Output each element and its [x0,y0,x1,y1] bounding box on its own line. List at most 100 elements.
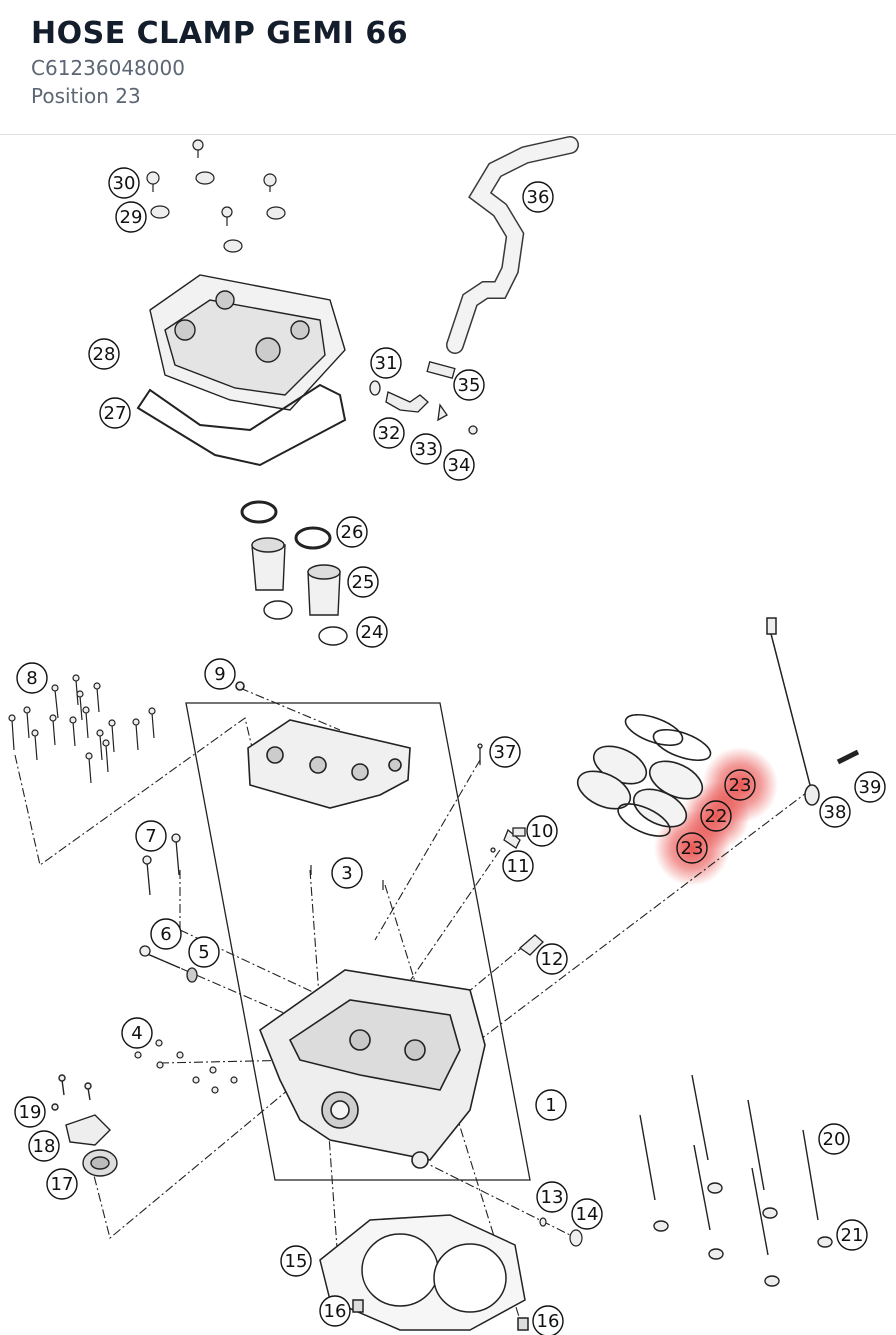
callout-circle-25 [347,566,379,598]
valve-cover [149,274,346,411]
callout-label-25: 25 [352,572,375,593]
callout-label-23: 23 [681,838,704,859]
callout-label-12: 12 [541,949,564,970]
callout-circle-33 [410,433,442,465]
breather-hose [447,137,578,353]
callout-label-36: 36 [527,187,550,208]
callout-label-24: 24 [361,622,384,643]
callout-label-21: 21 [841,1225,864,1246]
callout-circle-36 [522,181,554,213]
part-title: HOSE CLAMP GEMI 66 [31,16,409,51]
thermostat-assembly [51,1074,118,1177]
callout-label-13: 13 [541,1187,564,1208]
callout-label-3: 3 [341,863,352,884]
callout-circle-14 [571,1198,603,1230]
callout-circle-15 [280,1245,312,1277]
callout-label-18: 18 [33,1136,56,1157]
callout-circle-12 [536,943,568,975]
callout-label-29: 29 [120,207,143,228]
callout-circle-6 [150,918,182,950]
callout-circle-32 [373,417,405,449]
callout-circle-38 [819,796,851,828]
callout-label-16: 16 [324,1301,347,1322]
callout-circle-11 [502,850,534,882]
callout-circle-28 [88,338,120,370]
callout-circle-34 [443,449,475,481]
callout-label-16: 16 [537,1311,560,1332]
cylinder-studs [639,1074,833,1287]
callout-circle-16 [532,1305,564,1335]
sensor-wire [766,617,860,806]
cylinder-head [259,969,486,1169]
callout-label-32: 32 [378,423,401,444]
callout-circle-29 [115,201,147,233]
sensors [477,743,544,956]
callout-circle-17 [46,1168,78,1200]
callout-circle-7 [135,820,167,852]
part-header: HOSE CLAMP GEMI 66 C61236048000 Position… [0,0,896,135]
callout-circle-31 [370,347,402,379]
callout-label-27: 27 [104,403,127,424]
bolt-set [8,674,156,784]
callout-label-30: 30 [113,173,136,194]
callout-label-1: 1 [545,1095,556,1116]
callout-label-23: 23 [729,775,752,796]
intake-boots [576,713,712,837]
callout-circle-23 [676,832,708,864]
callout-circle-26 [336,516,368,548]
callout-label-14: 14 [576,1204,599,1225]
callout-label-33: 33 [415,439,438,460]
callout-circle-20 [818,1123,850,1155]
callout-circle-19 [14,1096,46,1128]
callout-circle-30 [108,167,140,199]
callout-circle-1 [535,1089,567,1121]
top-bolts [146,139,286,253]
callout-circle-13 [536,1181,568,1213]
callout-label-6: 6 [160,924,171,945]
callout-circle-23 [724,769,756,801]
head-gasket [319,1214,529,1331]
head-bolts-left [139,833,198,983]
part-number: C61236048000 [31,56,185,80]
callout-label-37: 37 [494,742,517,763]
callout-label-7: 7 [145,826,156,847]
callout-label-8: 8 [26,668,37,689]
callout-circle-18 [28,1130,60,1162]
part-position: Position 23 [31,84,141,108]
callout-label-10: 10 [531,821,554,842]
callout-circle-37 [489,736,521,768]
callout-label-9: 9 [214,664,225,685]
small-parts [134,865,583,1247]
callout-circle-21 [836,1219,868,1251]
callout-label-26: 26 [341,522,364,543]
callout-circle-35 [453,369,485,401]
callout-circle-4 [121,1017,153,1049]
callout-circle-39 [854,771,886,803]
callout-circle-8 [16,662,48,694]
callout-label-20: 20 [823,1129,846,1150]
spark-plug-tubes [240,500,348,646]
callout-label-4: 4 [131,1023,142,1044]
callout-label-19: 19 [19,1102,42,1123]
breather-fittings [369,361,478,435]
callout-label-11: 11 [507,856,530,877]
callout-label-39: 39 [859,777,882,798]
callout-label-34: 34 [448,455,471,476]
callout-label-22: 22 [705,806,728,827]
callout-label-38: 38 [824,802,847,823]
callout-circle-22 [700,800,732,832]
callout-label-28: 28 [93,344,116,365]
callout-label-31: 31 [375,353,398,374]
cylinder-head-frame [185,702,531,1181]
callout-circle-27 [99,397,131,429]
callout-label-5: 5 [198,942,209,963]
exploded-parts-diagram: 1345678910111213141516161718192021222323… [8,136,886,1335]
callout-circle-9 [204,658,236,690]
valve-cover-gasket [136,383,347,467]
callout-circle-5 [188,936,220,968]
callout-circle-24 [356,616,388,648]
callout-circle-16 [319,1295,351,1327]
callout-label-17: 17 [51,1174,74,1195]
callout-label-35: 35 [458,375,481,396]
